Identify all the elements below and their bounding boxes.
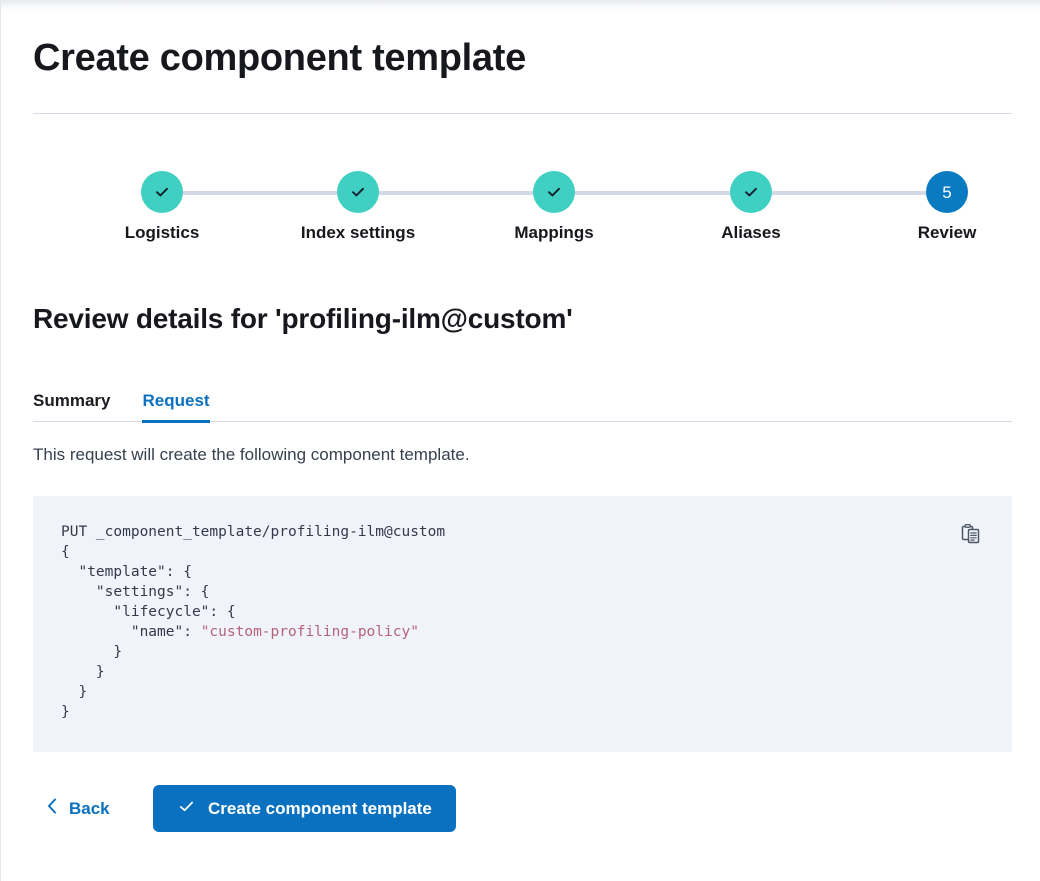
code-string-value: "custom-profiling-policy"	[200, 624, 419, 640]
check-icon	[544, 182, 564, 202]
wizard-stepper: Logistics Index settings Mapping	[33, 160, 1012, 260]
check-icon	[348, 182, 368, 202]
step-number: 5	[942, 182, 952, 202]
header-divider	[33, 113, 1012, 114]
step-label: Review	[917, 223, 977, 242]
step-status-circle	[533, 171, 575, 213]
step-label: Logistics	[124, 223, 200, 242]
tab-summary[interactable]: Summary	[33, 380, 110, 422]
tab-request[interactable]: Request	[142, 380, 210, 423]
wizard-footer: Back Create component template	[33, 785, 1012, 833]
step-status-circle: 5	[926, 171, 968, 213]
copy-to-clipboard-button[interactable]	[958, 522, 984, 548]
step-status-circle	[337, 171, 379, 213]
check-icon	[152, 182, 172, 202]
code-line: }	[61, 704, 70, 720]
request-description: This request will create the following c…	[33, 445, 470, 464]
step-label: Mappings	[514, 223, 594, 242]
check-icon	[741, 182, 761, 202]
code-line: {	[61, 544, 70, 560]
request-code: PUT _component_template/profiling-ilm@cu…	[61, 522, 445, 722]
create-component-template-button[interactable]: Create component template	[153, 785, 456, 832]
step-index-settings[interactable]: Index settings	[258, 160, 458, 243]
code-line: }	[61, 684, 88, 700]
code-line: "template": {	[61, 564, 192, 580]
step-logistics[interactable]: Logistics	[62, 160, 262, 243]
page-title: Create component template	[33, 37, 526, 79]
step-status-circle	[141, 171, 183, 213]
code-method-line: PUT _component_template/profiling-ilm@cu…	[61, 524, 446, 540]
check-icon	[177, 797, 196, 821]
chevron-left-icon	[45, 797, 59, 820]
back-button[interactable]: Back	[41, 791, 114, 826]
clipboard-copy-icon	[960, 523, 982, 548]
step-mappings[interactable]: Mappings	[454, 160, 654, 243]
back-button-label: Back	[69, 798, 110, 818]
request-code-block: PUT _component_template/profiling-ilm@cu…	[33, 496, 1012, 752]
review-heading: Review details for 'profiling-ilm@custom…	[33, 303, 573, 334]
code-line: }	[61, 644, 123, 660]
review-tabs: Summary Request	[33, 380, 1012, 423]
step-aliases[interactable]: Aliases	[651, 160, 851, 243]
code-line: "lifecycle": {	[61, 604, 236, 620]
top-shadow	[1, 0, 1040, 10]
step-review[interactable]: 5 Review	[847, 160, 1040, 243]
code-line: "settings": {	[61, 584, 210, 600]
step-label: Index settings	[300, 223, 416, 242]
create-component-template-label: Create component template	[208, 798, 432, 818]
code-line: }	[61, 664, 105, 680]
code-line: "name":	[61, 624, 201, 640]
step-label: Aliases	[721, 223, 781, 242]
step-status-circle	[730, 171, 772, 213]
